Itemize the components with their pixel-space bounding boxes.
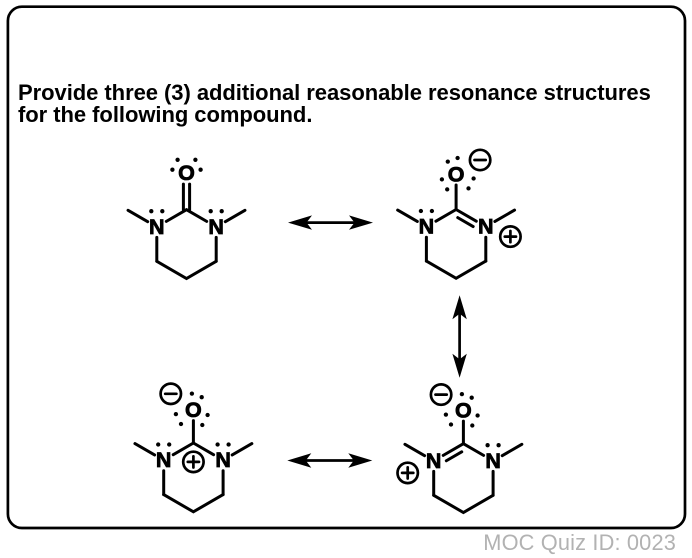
nitrogen-right-label: N [485, 449, 501, 473]
structure-bottom-left: O N N [133, 382, 254, 514]
minus-charge [429, 383, 453, 407]
resonance-arrow-bottom [287, 453, 373, 468]
nitrogen-right-label: N [478, 215, 494, 239]
plus-charge [181, 450, 205, 474]
structure-bottom-right: O N N [396, 383, 524, 515]
structure-top-right: O N N [396, 148, 522, 281]
plus-charge [498, 225, 522, 249]
nitrogen-right-label: N [215, 448, 231, 472]
question-title-line1: Provide three (3) additional reasonable … [18, 80, 651, 105]
question-title-line2: for the following compound. [18, 102, 313, 127]
oxygen-label: O [185, 398, 202, 422]
oxygen-label: O [455, 399, 472, 423]
plus-charge [396, 461, 420, 485]
nitrogen-left-label: N [156, 448, 172, 472]
question-title: Provide three (3) additional reasonable … [18, 82, 651, 126]
resonance-arrow-right [452, 295, 467, 378]
nitrogen-left-label: N [419, 215, 435, 239]
nitrogen-right-label: N [208, 215, 224, 239]
card-border [6, 5, 687, 530]
minus-charge [468, 148, 492, 172]
resonance-arrow-top [288, 215, 373, 230]
oxygen-label: O [448, 163, 465, 187]
minus-charge [159, 382, 183, 406]
oxygen-label: O [178, 161, 195, 185]
nitrogen-left-label: N [149, 215, 165, 239]
quiz-id-label: MOC Quiz ID: 0023 [483, 530, 676, 555]
structure-top-left: O N N [126, 157, 247, 281]
nitrogen-left-label: N [426, 449, 442, 473]
